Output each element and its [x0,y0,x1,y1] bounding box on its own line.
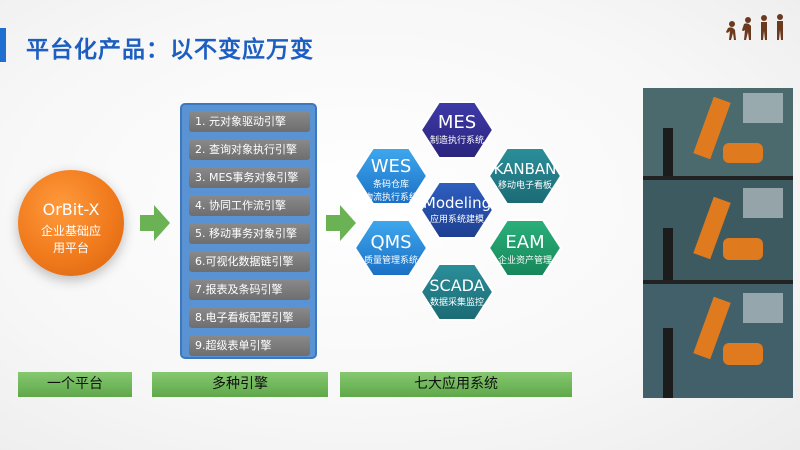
hex-kanban [487,147,563,205]
orbit-subtitle-line1: 企业基础应 [40,224,101,238]
hex-mes [419,101,495,159]
label-seven-systems: 七大应用系统 [340,372,572,397]
hex-cluster [355,101,563,321]
orbit-x-platform-circle: OrBit-X 企业基础应 用平台 [18,170,124,276]
engine-item: 8.电子看板配置引擎 [189,307,310,328]
engine-item: 5. 移动事务对象引擎 [189,223,310,244]
orbit-subtitle-line2: 用平台 [52,241,89,255]
engine-item: 1. 元对象驱动引擎 [189,111,310,132]
robot-arm-photo [643,88,793,398]
orbit-name: OrBit-X [42,200,100,219]
label-multiple-engines: 多种引擎 [152,372,328,397]
engine-item: 9.超级表单引擎 [189,335,310,356]
engine-item: 4. 协同工作流引擎 [189,195,310,216]
hex-eam [487,219,563,277]
hex-qms [355,219,429,277]
hex-wes [355,147,429,205]
robot-arm-illustration [643,88,793,398]
engine-panel: 1. 元对象驱动引擎 2. 查询对象执行引擎 3. MES事务对象引擎 4. 协… [180,103,317,359]
title-accent-bar [0,28,6,62]
page-title: 平台化产品：以不变应万变 [26,37,314,63]
arrow-right-icon [140,205,170,241]
engine-item: 2. 查询对象执行引擎 [189,139,310,160]
arrow-right-icon [326,205,356,241]
hex-scada [419,263,495,321]
human-evolution-icon [726,14,783,40]
engine-item: 6.可视化数据链引擎 [189,251,310,272]
engine-item: 7.报表及条码引擎 [189,279,310,300]
label-one-platform: 一个平台 [18,372,132,397]
engine-item: 3. MES事务对象引擎 [189,167,310,188]
hex-modeling [419,181,495,239]
